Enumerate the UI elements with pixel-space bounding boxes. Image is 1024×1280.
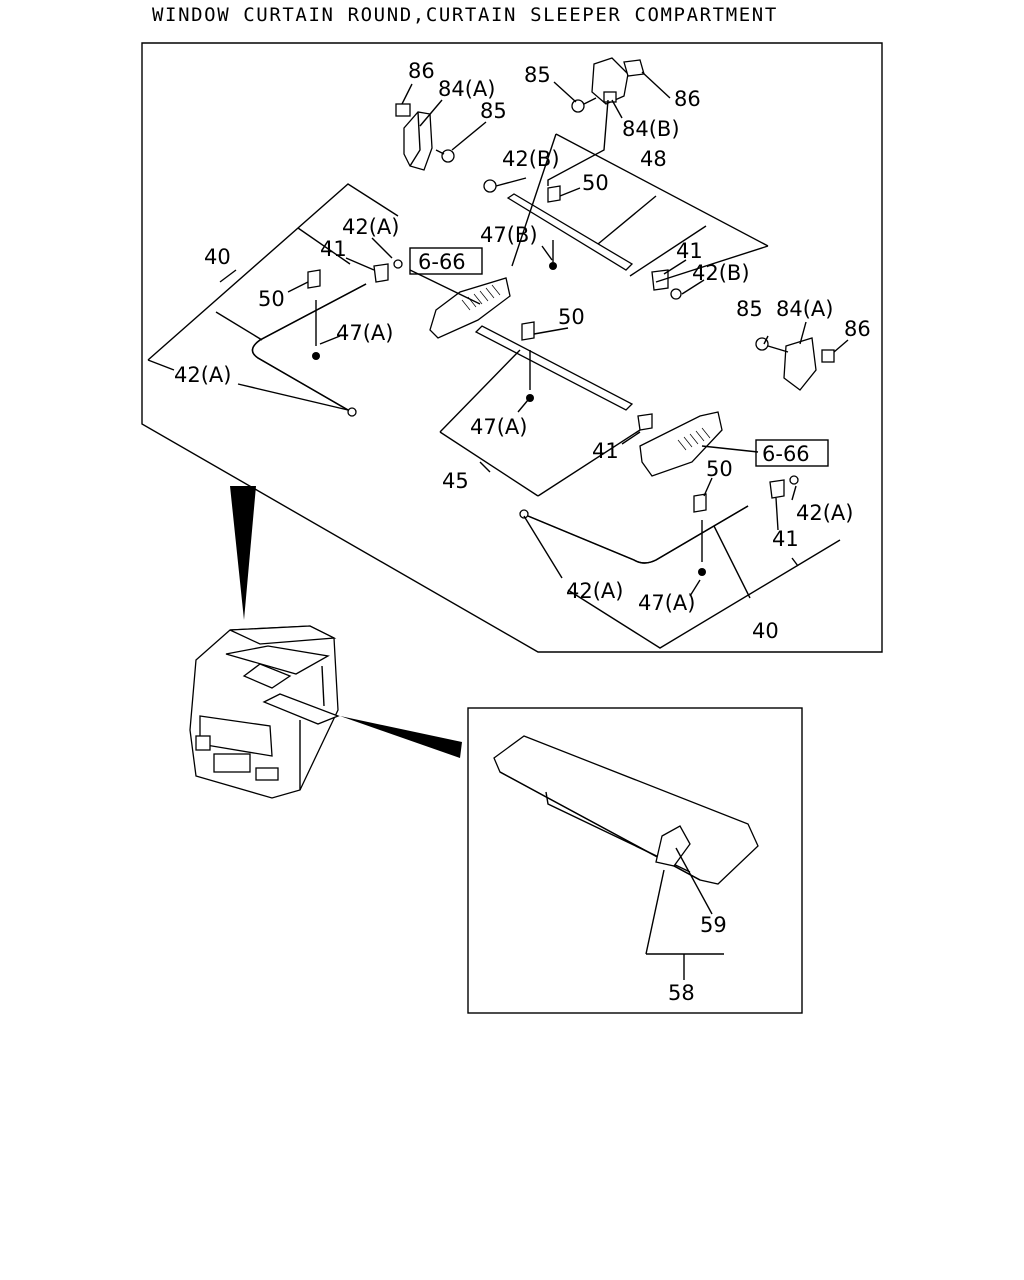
truck-cab-illustration xyxy=(189,486,462,799)
rail-45 xyxy=(474,321,653,431)
bracket-84a-top-left xyxy=(395,103,455,171)
sun-visor xyxy=(493,735,759,980)
callout-50: 50 xyxy=(582,171,609,195)
callout-50: 50 xyxy=(558,305,585,329)
main-frame xyxy=(141,42,883,653)
callout-84a: 84(A) xyxy=(438,77,495,101)
callout-42a: 42(A) xyxy=(566,579,623,603)
callout-84a: 84(A) xyxy=(776,297,833,321)
callout-86: 86 xyxy=(408,59,435,83)
callout-58: 58 xyxy=(668,981,695,1005)
callout-42a: 42(A) xyxy=(174,363,231,387)
rail-40-right xyxy=(519,475,799,576)
callout-85: 85 xyxy=(736,297,763,321)
callout-41: 41 xyxy=(320,237,347,261)
rail-48 xyxy=(483,179,682,300)
callout-40: 40 xyxy=(204,245,231,269)
callout-85: 85 xyxy=(480,99,507,123)
callout-42a: 42(A) xyxy=(796,501,853,525)
ref-box-6-66-right[interactable] xyxy=(755,439,829,467)
callout-labels: 86 84(A) 85 85 86 84(B) 42(B) 48 50 47(B… xyxy=(174,59,871,1005)
callout-47a: 47(A) xyxy=(470,415,527,439)
callout-42b: 42(B) xyxy=(502,147,560,171)
trim-panel-left xyxy=(429,277,511,339)
leader-lines xyxy=(147,71,849,649)
callout-50: 50 xyxy=(258,287,285,311)
callout-42b: 42(B) xyxy=(692,261,750,285)
bracket-84b xyxy=(571,57,645,113)
inset-frame xyxy=(467,707,803,1014)
callout-86: 86 xyxy=(674,87,701,111)
callout-86: 86 xyxy=(844,317,871,341)
callout-47a: 47(A) xyxy=(638,591,695,615)
callout-47a: 47(A) xyxy=(336,321,393,345)
callout-59: 59 xyxy=(700,913,727,937)
diagram-title: WINDOW CURTAIN ROUND,CURTAIN SLEEPER COM… xyxy=(152,4,778,26)
ref-box-6-66-left[interactable] xyxy=(409,247,483,275)
callout-47b: 47(B) xyxy=(480,223,538,247)
callout-84b: 84(B) xyxy=(622,117,680,141)
callout-41: 41 xyxy=(592,439,619,463)
bracket-84a-right xyxy=(755,337,835,391)
callout-41: 41 xyxy=(676,239,703,263)
ref-6-66[interactable]: 6-66 xyxy=(418,250,466,274)
callout-48: 48 xyxy=(640,147,667,171)
callout-42a: 42(A) xyxy=(342,215,399,239)
callout-40: 40 xyxy=(752,619,779,643)
callout-45: 45 xyxy=(442,469,469,493)
callout-50: 50 xyxy=(706,457,733,481)
callout-85: 85 xyxy=(524,63,551,87)
callout-41: 41 xyxy=(772,527,799,551)
rail-40-left xyxy=(251,259,403,417)
ref-6-66[interactable]: 6-66 xyxy=(762,442,810,466)
